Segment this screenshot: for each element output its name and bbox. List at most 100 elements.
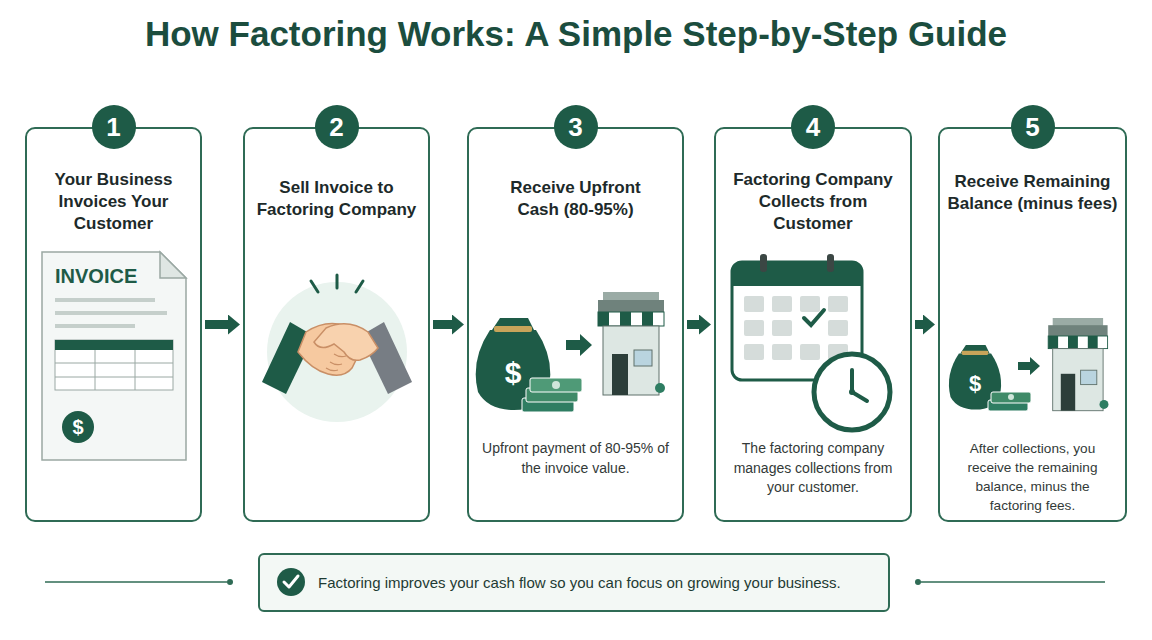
cash-stack-icon	[530, 378, 582, 392]
clock-icon	[850, 370, 854, 392]
step-panel: Your Business Invoices Your Customer1	[25, 127, 202, 522]
step-description: After collections, you receive the remai…	[952, 439, 1113, 515]
store-icon	[1053, 349, 1103, 411]
clock-icon	[814, 354, 890, 430]
calendar-icon	[828, 296, 848, 312]
clock-icon	[814, 354, 890, 430]
invoice-label: INVOICE	[55, 265, 137, 288]
step-number-text: 3	[568, 112, 582, 143]
calendar-icon	[732, 262, 862, 286]
handshake-icon	[334, 354, 346, 357]
flow-arrow	[433, 320, 452, 329]
calendar-icon	[744, 296, 848, 360]
currency-symbol: $	[969, 371, 981, 397]
calendar-icon	[744, 296, 764, 312]
store-icon	[642, 312, 653, 326]
step-heading: Factoring Company Collects from Customer	[727, 169, 899, 235]
handshake-icon	[262, 275, 412, 422]
invoice-icon	[55, 340, 173, 350]
store-icon	[1088, 336, 1098, 349]
summary-banner: Factoring improves your cash flow so you…	[258, 553, 890, 612]
store-icon	[655, 383, 665, 393]
calendar-icon	[772, 344, 792, 360]
banner-text: Factoring improves your cash flow so you…	[260, 574, 851, 591]
store-icon	[598, 300, 664, 312]
step-description: Upfront payment of 80-95% of the invoice…	[481, 439, 670, 478]
invoice-icon	[55, 363, 173, 364]
invoice-icon	[55, 311, 167, 315]
store-icon	[634, 350, 652, 366]
invoice-icon	[42, 252, 186, 460]
calendar-icon	[744, 344, 764, 360]
store-icon	[620, 312, 631, 326]
step-heading: Receive Remaining Balance (minus fees)	[944, 171, 1122, 215]
store-icon	[598, 312, 609, 326]
invoice-icon	[55, 324, 135, 328]
banner-decoration	[915, 579, 921, 585]
store-icon	[1100, 400, 1109, 409]
diagram-title: How Factoring Works: A Simple Step-by-St…	[0, 14, 1152, 54]
banner-decoration	[258, 553, 890, 612]
step-panel: Receive Remaining Balance (minus fees) Af…	[938, 127, 1127, 522]
banner-decoration	[277, 568, 305, 596]
store-icon	[1061, 374, 1075, 411]
cash-stack-icon	[1008, 394, 1014, 400]
handshake-icon	[326, 368, 338, 371]
store-icon	[1048, 325, 1107, 336]
step-number-text: 5	[1025, 112, 1039, 143]
calendar-icon	[744, 320, 764, 336]
step-heading: Your Business Invoices Your Customer	[39, 169, 189, 235]
store-icon	[598, 312, 664, 326]
banner-decoration	[45, 553, 1105, 612]
calendar-icon	[760, 254, 767, 272]
store-icon	[1068, 336, 1078, 349]
store-icon	[612, 354, 628, 395]
calendar-icon	[804, 310, 824, 325]
banner-decoration	[227, 579, 233, 585]
step-description: The factoring company manages collection…	[728, 439, 898, 498]
step-number: 4	[791, 105, 835, 149]
store-icon	[598, 292, 665, 395]
store-icon	[1048, 336, 1058, 349]
step-number-text: 4	[806, 112, 820, 143]
invoice-icon	[160, 252, 186, 278]
currency-symbol: $	[72, 416, 83, 439]
banner-decoration	[45, 581, 227, 583]
cash-stack-icon	[552, 381, 560, 389]
store-icon	[1048, 336, 1107, 349]
handshake-icon	[356, 281, 363, 292]
calendar-icon	[828, 320, 848, 336]
clock-icon	[849, 389, 855, 395]
invoice-icon	[42, 252, 186, 460]
invoice-icon	[135, 350, 136, 390]
handshake-icon	[330, 362, 342, 365]
step-number: 1	[92, 105, 136, 149]
flow-arrow	[687, 320, 699, 329]
banner-decoration	[284, 576, 298, 587]
store-icon	[1081, 370, 1097, 384]
handshake-icon	[311, 281, 318, 292]
flow-arrow	[205, 320, 228, 329]
flow-arrow-icon	[1018, 357, 1040, 375]
cash-stack-icon	[991, 392, 1031, 403]
handshake-icon	[314, 324, 378, 361]
step-panel: Sell Invoice to Factoring Company2	[243, 127, 430, 522]
money-bag-icon	[494, 326, 532, 332]
invoice-icon	[55, 340, 173, 390]
handshake-icon	[336, 275, 339, 288]
invoice-icon	[95, 350, 96, 390]
cash-stack-icon	[522, 378, 582, 412]
step-number: 5	[1011, 105, 1055, 149]
step-heading: Sell Invoice to Factoring Company	[257, 177, 417, 221]
step-number-text: 1	[106, 112, 120, 143]
step-heading: Receive Upfront Cash (80-95%)	[501, 177, 651, 221]
handshake-icon	[326, 354, 346, 371]
invoice-icon	[55, 377, 173, 378]
step-number-text: 2	[329, 112, 343, 143]
calendar-icon	[827, 254, 834, 272]
step-number: 3	[554, 105, 598, 149]
currency-symbol: $	[505, 356, 522, 390]
handshake-icon	[311, 275, 363, 292]
flow-arrow	[915, 320, 923, 329]
